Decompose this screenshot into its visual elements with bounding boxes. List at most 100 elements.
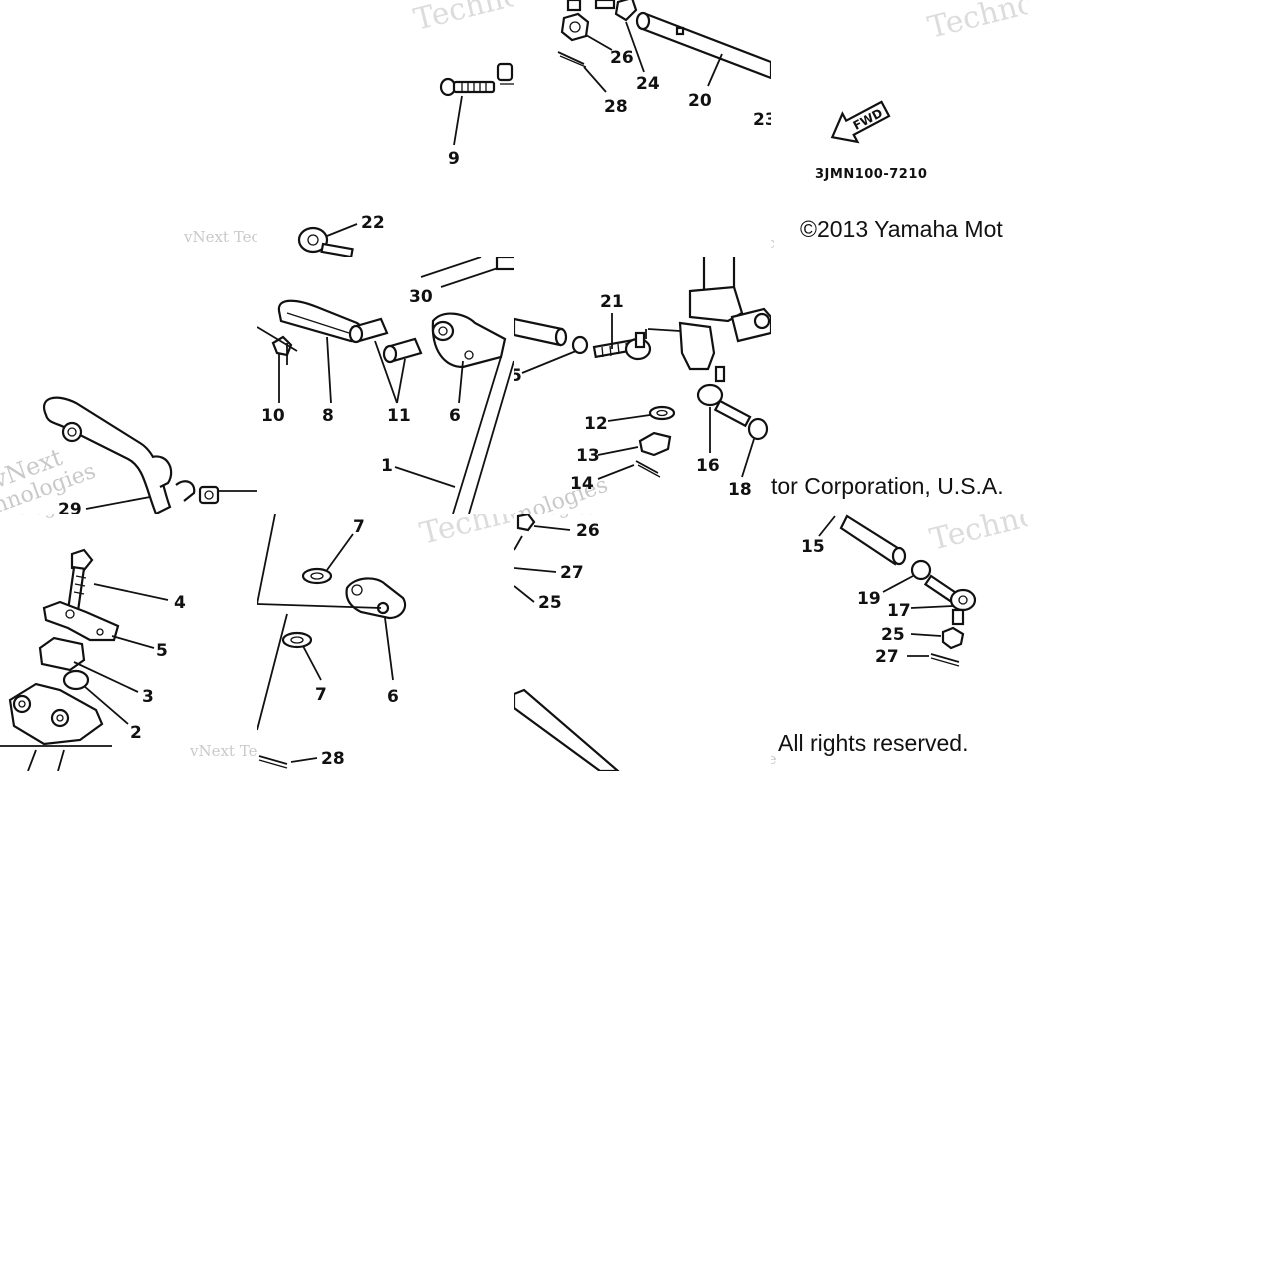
watermark-text: hnologies [771, 257, 784, 261]
cotter-pin-part [557, 51, 585, 65]
column-holder-part [38, 636, 86, 672]
lower-bracket-part [0, 682, 112, 771]
callout-10: 10 [261, 406, 285, 426]
callout-12: 12 [584, 414, 608, 434]
callout-25: 25 [538, 593, 562, 613]
bushing-holder-part [431, 312, 507, 369]
callout-24: 24 [636, 74, 660, 94]
watermark-text: Techno [924, 0, 1028, 46]
nut-part [638, 431, 672, 457]
nut-part [571, 335, 589, 355]
callout-20: 20 [688, 91, 712, 111]
callout-5b: 5 [514, 366, 522, 386]
callout-5: 5 [156, 641, 168, 661]
callout-25b: 25 [881, 625, 905, 645]
callout-7b: 7 [315, 685, 327, 705]
watermark-text: vNext Te [189, 742, 257, 760]
tile-watermark-right: vNext Tec [771, 200, 1028, 257]
tile-fwd-label: Techno FWD 3JMN100-7210 [771, 0, 1028, 257]
callout-23: 23 [753, 110, 771, 130]
steering-column-part [452, 356, 514, 514]
rod-end-part [696, 365, 752, 428]
callout-27b: 27 [875, 647, 899, 667]
rod-end-part [297, 226, 354, 257]
spring-washer-part [281, 631, 313, 649]
callout-9: 9 [448, 149, 460, 169]
watermark-text: hnologies [514, 473, 611, 514]
callout-1: 1 [381, 456, 393, 476]
callout-7: 7 [353, 517, 365, 537]
copyright-line-3: All rights reserved. [778, 730, 969, 756]
nut-part [560, 0, 590, 42]
steering-column-bracket-part [43, 396, 257, 514]
callout-27: 27 [560, 563, 584, 583]
callout-26b: 26 [576, 521, 600, 541]
callout-6: 6 [449, 406, 461, 426]
bolt-part [439, 77, 496, 97]
tile-column-holder: hnologies vNext Te 4 5 3 [0, 514, 257, 771]
nut-part [516, 514, 536, 532]
watermark-text: Techno [416, 514, 514, 552]
callout-6b: 6 [387, 687, 399, 707]
diagram-code: 3JMN100-7210 [815, 167, 927, 182]
cotter-pin-part [258, 755, 288, 765]
copyright-line-1: ©2013 Yamaha Mot [800, 216, 1003, 242]
cotter-pin-part [635, 460, 659, 474]
tile-collar-washers: Techno 7 6 [257, 514, 514, 771]
collar-part [348, 317, 423, 364]
callout-29: 29 [58, 500, 82, 514]
copyright-line-2: tor Corporation, U.S.A. [771, 473, 1004, 499]
callout-22: 22 [361, 213, 385, 233]
tile-right-tie-rod: Techno vNext Te 15 19 17 [771, 514, 1028, 771]
callout-16: 16 [696, 456, 720, 476]
callout-15: 15 [801, 537, 825, 557]
tie-rod-part [635, 11, 771, 80]
watermark-text: vNext Tec [257, 257, 268, 259]
nut-part [941, 626, 965, 650]
nut-part [594, 0, 638, 22]
lock-plate-part [42, 600, 120, 642]
tile-column-top: vNext Tec 30 [257, 257, 514, 514]
watermark-text: vNext Te [771, 750, 777, 768]
bushing-part [62, 669, 90, 691]
callout-28b: 28 [321, 749, 345, 769]
callout-3: 3 [142, 687, 154, 707]
tile-rod-end-22: 22 [257, 200, 514, 257]
callout-19: 19 [857, 589, 881, 609]
clamp-part [277, 299, 363, 343]
fwd-arrow-icon: FWD [830, 100, 891, 144]
callout-8: 8 [322, 406, 334, 426]
callout-14: 14 [570, 474, 594, 494]
cotter-pin-part [930, 653, 960, 663]
callout-17: 17 [887, 601, 911, 621]
watermark-text: vNext Tec [183, 228, 257, 246]
nut-part [747, 417, 769, 441]
spring-washer-part [301, 567, 333, 585]
tile-tie-rod-top: 26 24 28 20 23 [514, 0, 771, 257]
callout-18: 18 [728, 480, 752, 500]
watermark-text: Techno [926, 514, 1028, 558]
callout-11: 11 [387, 406, 411, 426]
tie-rod-part [514, 688, 620, 771]
callout-4: 4 [174, 593, 186, 613]
tile-pitman-arm: hnologies 5 21 [514, 257, 771, 514]
rod-end-part [923, 574, 977, 626]
callout-2: 2 [130, 723, 142, 743]
tile-column-bracket: vNext hnologies 29 [0, 257, 257, 514]
bolt-part [66, 548, 94, 614]
tile-copyright-top: hnologies [771, 257, 1028, 514]
clip-part [496, 62, 514, 85]
bushing-holder-part [257, 577, 407, 620]
callout-30: 30 [409, 287, 433, 307]
tie-rod-part [839, 514, 907, 566]
callout-13: 13 [576, 446, 600, 466]
nut-part [910, 559, 932, 581]
callout-28: 28 [604, 97, 628, 117]
washer-part [648, 405, 676, 421]
watermark-text: vNext Tec [771, 234, 775, 252]
clip-part [257, 326, 298, 357]
tile-left-fasteners: hnologies 26 27 25 [514, 514, 771, 771]
tile-watermark: vNext Tec [0, 200, 257, 257]
rod-end-part [592, 331, 652, 361]
